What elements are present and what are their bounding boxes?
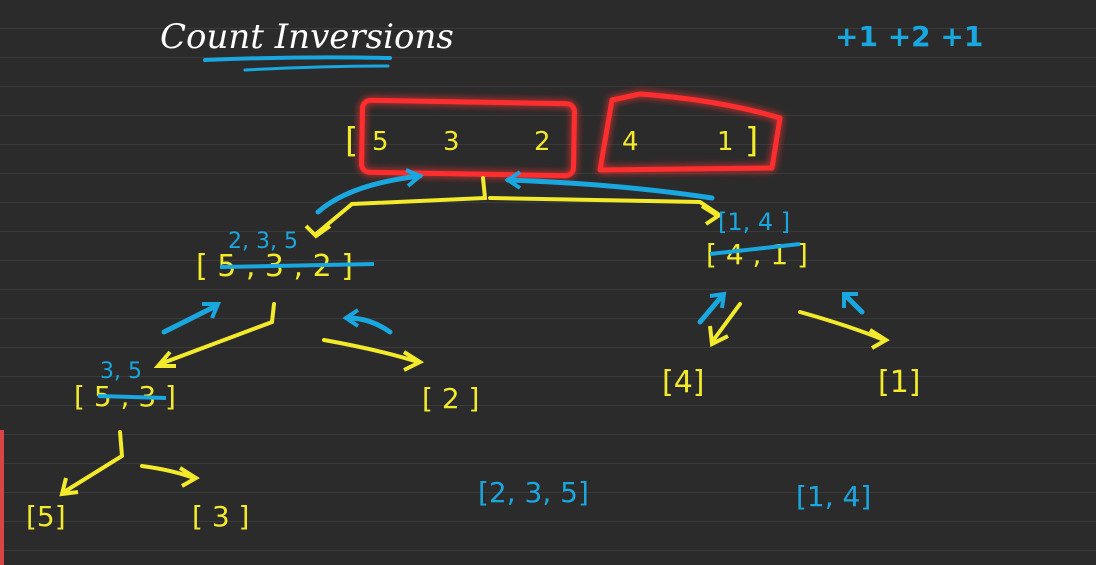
split-single-4-arrow — [710, 302, 742, 344]
split-left-arrowhead — [304, 224, 332, 239]
single-3-array: [ 3 ] — [192, 500, 249, 533]
left-half-strikethrough — [219, 262, 375, 269]
page-title: Count Inversions — [160, 17, 454, 57]
root-value-3: 3 — [443, 127, 460, 157]
right-half-sorted-note: [1, 4 ] — [718, 208, 790, 236]
root-value-2: 2 — [534, 127, 551, 157]
merge-left-pair-arrow — [161, 303, 219, 335]
split-left-arrow — [314, 176, 488, 236]
merge-single-1-arrowhead — [842, 292, 858, 308]
right-half-strikethrough — [709, 242, 801, 256]
split-left-pair-arrowhead — [153, 350, 176, 368]
merge-left-arrowhead — [405, 168, 424, 188]
left-pair-sorted-note: 3, 5 — [100, 359, 142, 384]
root-value-1: 1 — [717, 127, 734, 157]
red-edge-strip — [0, 430, 4, 565]
split-right-arrowhead — [700, 204, 722, 226]
left-half-highlight-box — [359, 97, 577, 179]
split-single-5-arrow — [62, 430, 125, 494]
single-4-array: [4] — [662, 365, 705, 400]
merged-right-result: [1, 4] — [796, 480, 871, 513]
split-single-5-arrowhead — [59, 477, 79, 497]
merge-left-pair-arrowhead — [202, 302, 222, 319]
split-single-1-arrowhead — [868, 328, 890, 350]
single-1-array: [1] — [878, 365, 921, 400]
merge-single-2-arrowhead — [342, 308, 360, 328]
merge-right-arrow — [505, 177, 715, 201]
root-value-4: 4 — [622, 127, 639, 157]
left-pair-strikethrough — [97, 394, 167, 400]
split-single-2-arrow — [322, 338, 420, 364]
left-half-sorted-note: 2, 3, 5 — [228, 229, 298, 254]
root-close-bracket: ] — [745, 121, 758, 161]
single-5-array: [5] — [26, 500, 66, 533]
merge-single-2-arrow — [345, 315, 393, 335]
inversion-tally: +1 +2 +1 — [835, 20, 983, 53]
merge-single-1-arrow — [843, 293, 865, 315]
split-left-pair-arrow — [158, 302, 276, 366]
merge-single-4-arrowhead — [709, 291, 727, 309]
title-underline-1 — [203, 55, 392, 62]
merge-right-arrowhead — [504, 170, 522, 190]
split-single-4-arrowhead — [708, 325, 729, 348]
title-underline-2 — [243, 64, 390, 72]
split-single-2-arrowhead — [402, 350, 425, 372]
split-single-3-arrowhead — [178, 466, 200, 488]
root-open-bracket: [ — [345, 121, 358, 161]
merged-left-result: [2, 3, 5] — [478, 476, 589, 509]
split-single-1-arrow — [798, 310, 886, 342]
merge-single-4-arrow — [697, 293, 725, 325]
split-right-arrow — [488, 196, 720, 216]
merge-left-arrow — [315, 173, 423, 215]
root-value-5: 5 — [372, 127, 389, 157]
single-2-array: [ 2 ] — [422, 382, 479, 415]
right-half-highlight-box — [597, 91, 783, 173]
